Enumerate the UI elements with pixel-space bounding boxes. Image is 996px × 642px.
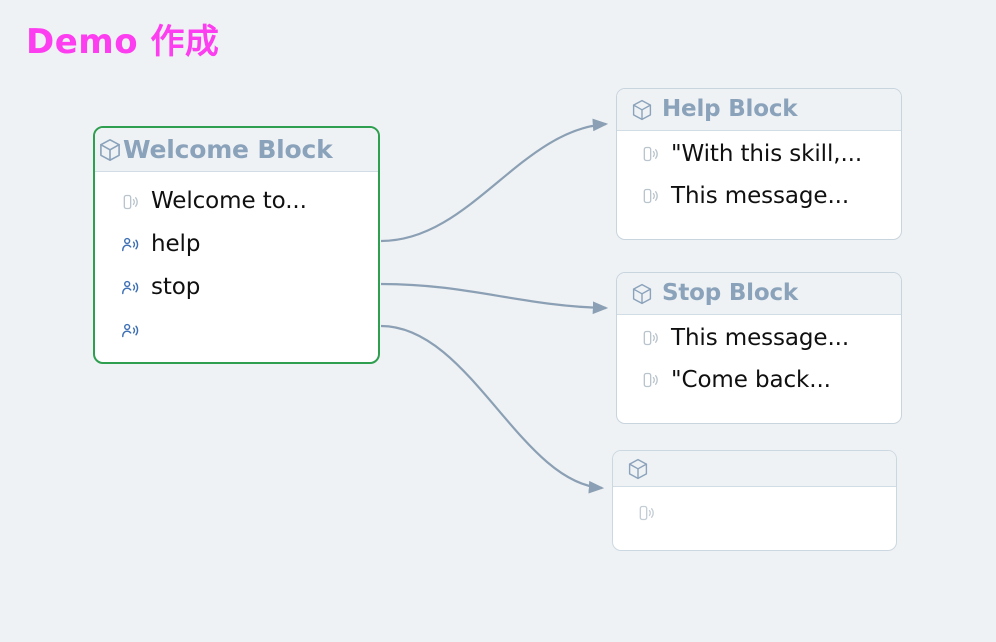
cube-icon — [100, 138, 120, 161]
cube-icon — [632, 283, 652, 304]
block-header[interactable]: Welcome Block — [95, 128, 378, 172]
block-body: This message... "Come back... — [617, 315, 901, 411]
cube-icon — [628, 458, 648, 479]
edge-welcome-to-empty — [380, 324, 605, 494]
speaker-message-icon — [639, 144, 661, 164]
person-intent-icon — [119, 321, 141, 341]
block-body: "With this skill,... This message... — [617, 131, 901, 227]
person-intent-icon — [119, 278, 141, 298]
block-row-intent-stop[interactable]: stop — [95, 266, 378, 309]
cube-icon — [632, 99, 652, 120]
page-title: Demo 作成 — [26, 22, 220, 62]
block-help-block[interactable]: Help Block "With this skill,... — [616, 88, 902, 240]
block-row-label: This message... — [671, 324, 850, 351]
person-intent-icon — [119, 235, 141, 255]
speaker-message-icon — [639, 370, 661, 390]
block-row-intent-help[interactable]: help — [95, 223, 378, 266]
block-title: Stop Block — [662, 280, 798, 306]
speaker-message-icon — [119, 192, 141, 212]
block-row-message[interactable] — [613, 493, 896, 533]
block-row-label: This message... — [671, 182, 850, 209]
block-row-label: "Come back... — [671, 366, 831, 393]
block-row-message[interactable]: This message... — [617, 175, 901, 217]
edge-welcome-to-stop — [380, 282, 609, 315]
speaker-message-icon — [635, 503, 657, 523]
block-row-label: Welcome to... — [151, 188, 307, 214]
block-row-intent-empty[interactable] — [95, 309, 378, 352]
block-row-message[interactable]: This message... — [617, 317, 901, 359]
block-untitled-block[interactable] — [612, 450, 897, 551]
block-header[interactable]: Help Block — [617, 89, 901, 131]
block-body: Welcome to... help — [95, 172, 378, 362]
speaker-message-icon — [639, 328, 661, 348]
block-header[interactable] — [613, 451, 896, 487]
block-row-label: stop — [151, 274, 201, 300]
block-row-message[interactable]: "Come back... — [617, 359, 901, 401]
block-row-label: "With this skill,... — [671, 140, 863, 167]
block-title: Welcome Block — [123, 135, 333, 164]
speaker-message-icon — [639, 186, 661, 206]
block-row-label: help — [151, 231, 201, 257]
block-row-message[interactable]: "With this skill,... — [617, 133, 901, 175]
edge-welcome-to-help — [380, 118, 609, 243]
block-header[interactable]: Stop Block — [617, 273, 901, 315]
block-title: Help Block — [662, 96, 798, 122]
block-welcome-block[interactable]: Welcome Block Welcome to... — [93, 126, 380, 364]
block-body — [613, 487, 896, 543]
block-row-message[interactable]: Welcome to... — [95, 180, 378, 223]
block-stop-block[interactable]: Stop Block This message... — [616, 272, 902, 424]
